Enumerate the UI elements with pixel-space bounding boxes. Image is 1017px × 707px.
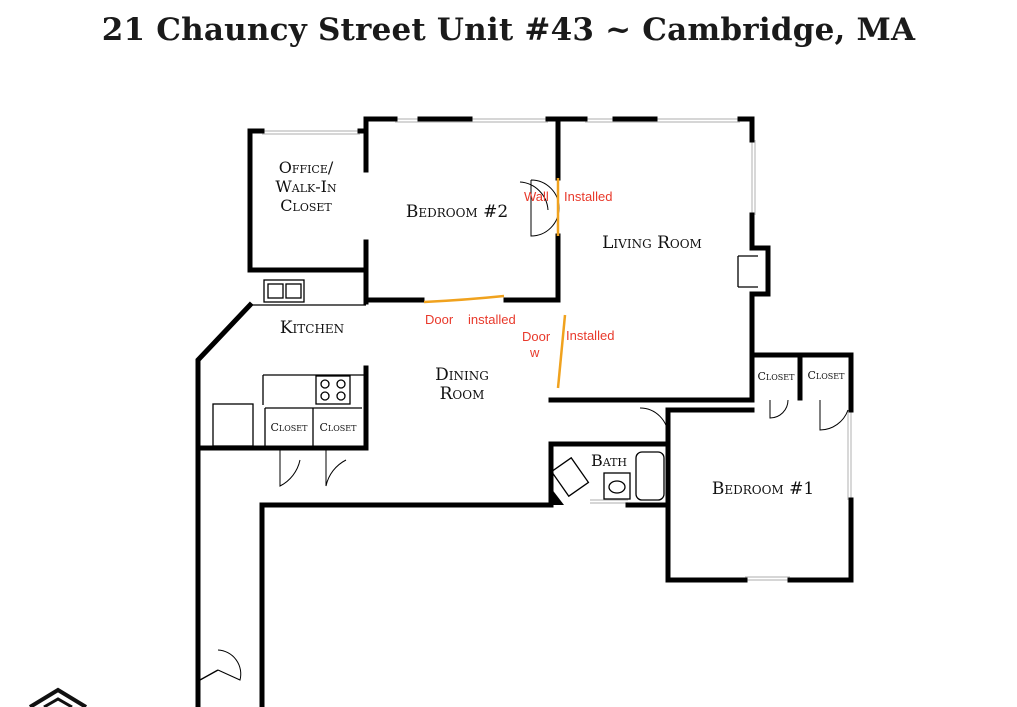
note-door-2: Door — [522, 329, 551, 344]
note-installed-2: installed — [468, 312, 516, 327]
note-w: w — [529, 345, 540, 360]
room-label-bedroom-2: Bedroom #2 — [406, 202, 508, 222]
door-swings — [217, 179, 849, 681]
note-installed-3: Installed — [566, 328, 614, 343]
room-label-office: Office/ — [279, 158, 334, 177]
walls — [195, 116, 854, 707]
room-label-closet-a: Closet — [271, 421, 309, 434]
fixtures — [212, 279, 665, 501]
room-label-closet-b: Closet — [320, 421, 358, 434]
note-wall: Wall — [524, 189, 549, 204]
room-label-living-room: Living Room — [602, 233, 702, 253]
room-label-dining-2: Room — [440, 384, 485, 404]
windows — [262, 118, 852, 581]
room-label-bedroom-1: Bedroom #1 — [712, 479, 814, 499]
room-label-closet-c: Closet — [758, 370, 796, 383]
annotations: Wall Installed Door installed Door w Ins… — [425, 189, 614, 360]
note-installed-1: Installed — [564, 189, 612, 204]
room-label-kitchen: Kitchen — [280, 318, 344, 338]
logo-mark — [28, 687, 88, 707]
renovation-markers — [423, 178, 567, 389]
note-door-1: Door — [425, 312, 454, 327]
room-label-closet-d: Closet — [808, 369, 846, 382]
room-label-dining: Dining — [435, 365, 489, 385]
plan-title: 21 Chauncy Street Unit #43 ~ Cambridge, … — [101, 12, 916, 48]
room-label-office-2: Walk-In — [275, 177, 337, 196]
room-labels: Office/ Walk-In Closet Bedroom #2 Living… — [271, 158, 846, 499]
room-label-bath: Bath — [591, 451, 627, 470]
room-label-office-3: Closet — [280, 196, 332, 215]
